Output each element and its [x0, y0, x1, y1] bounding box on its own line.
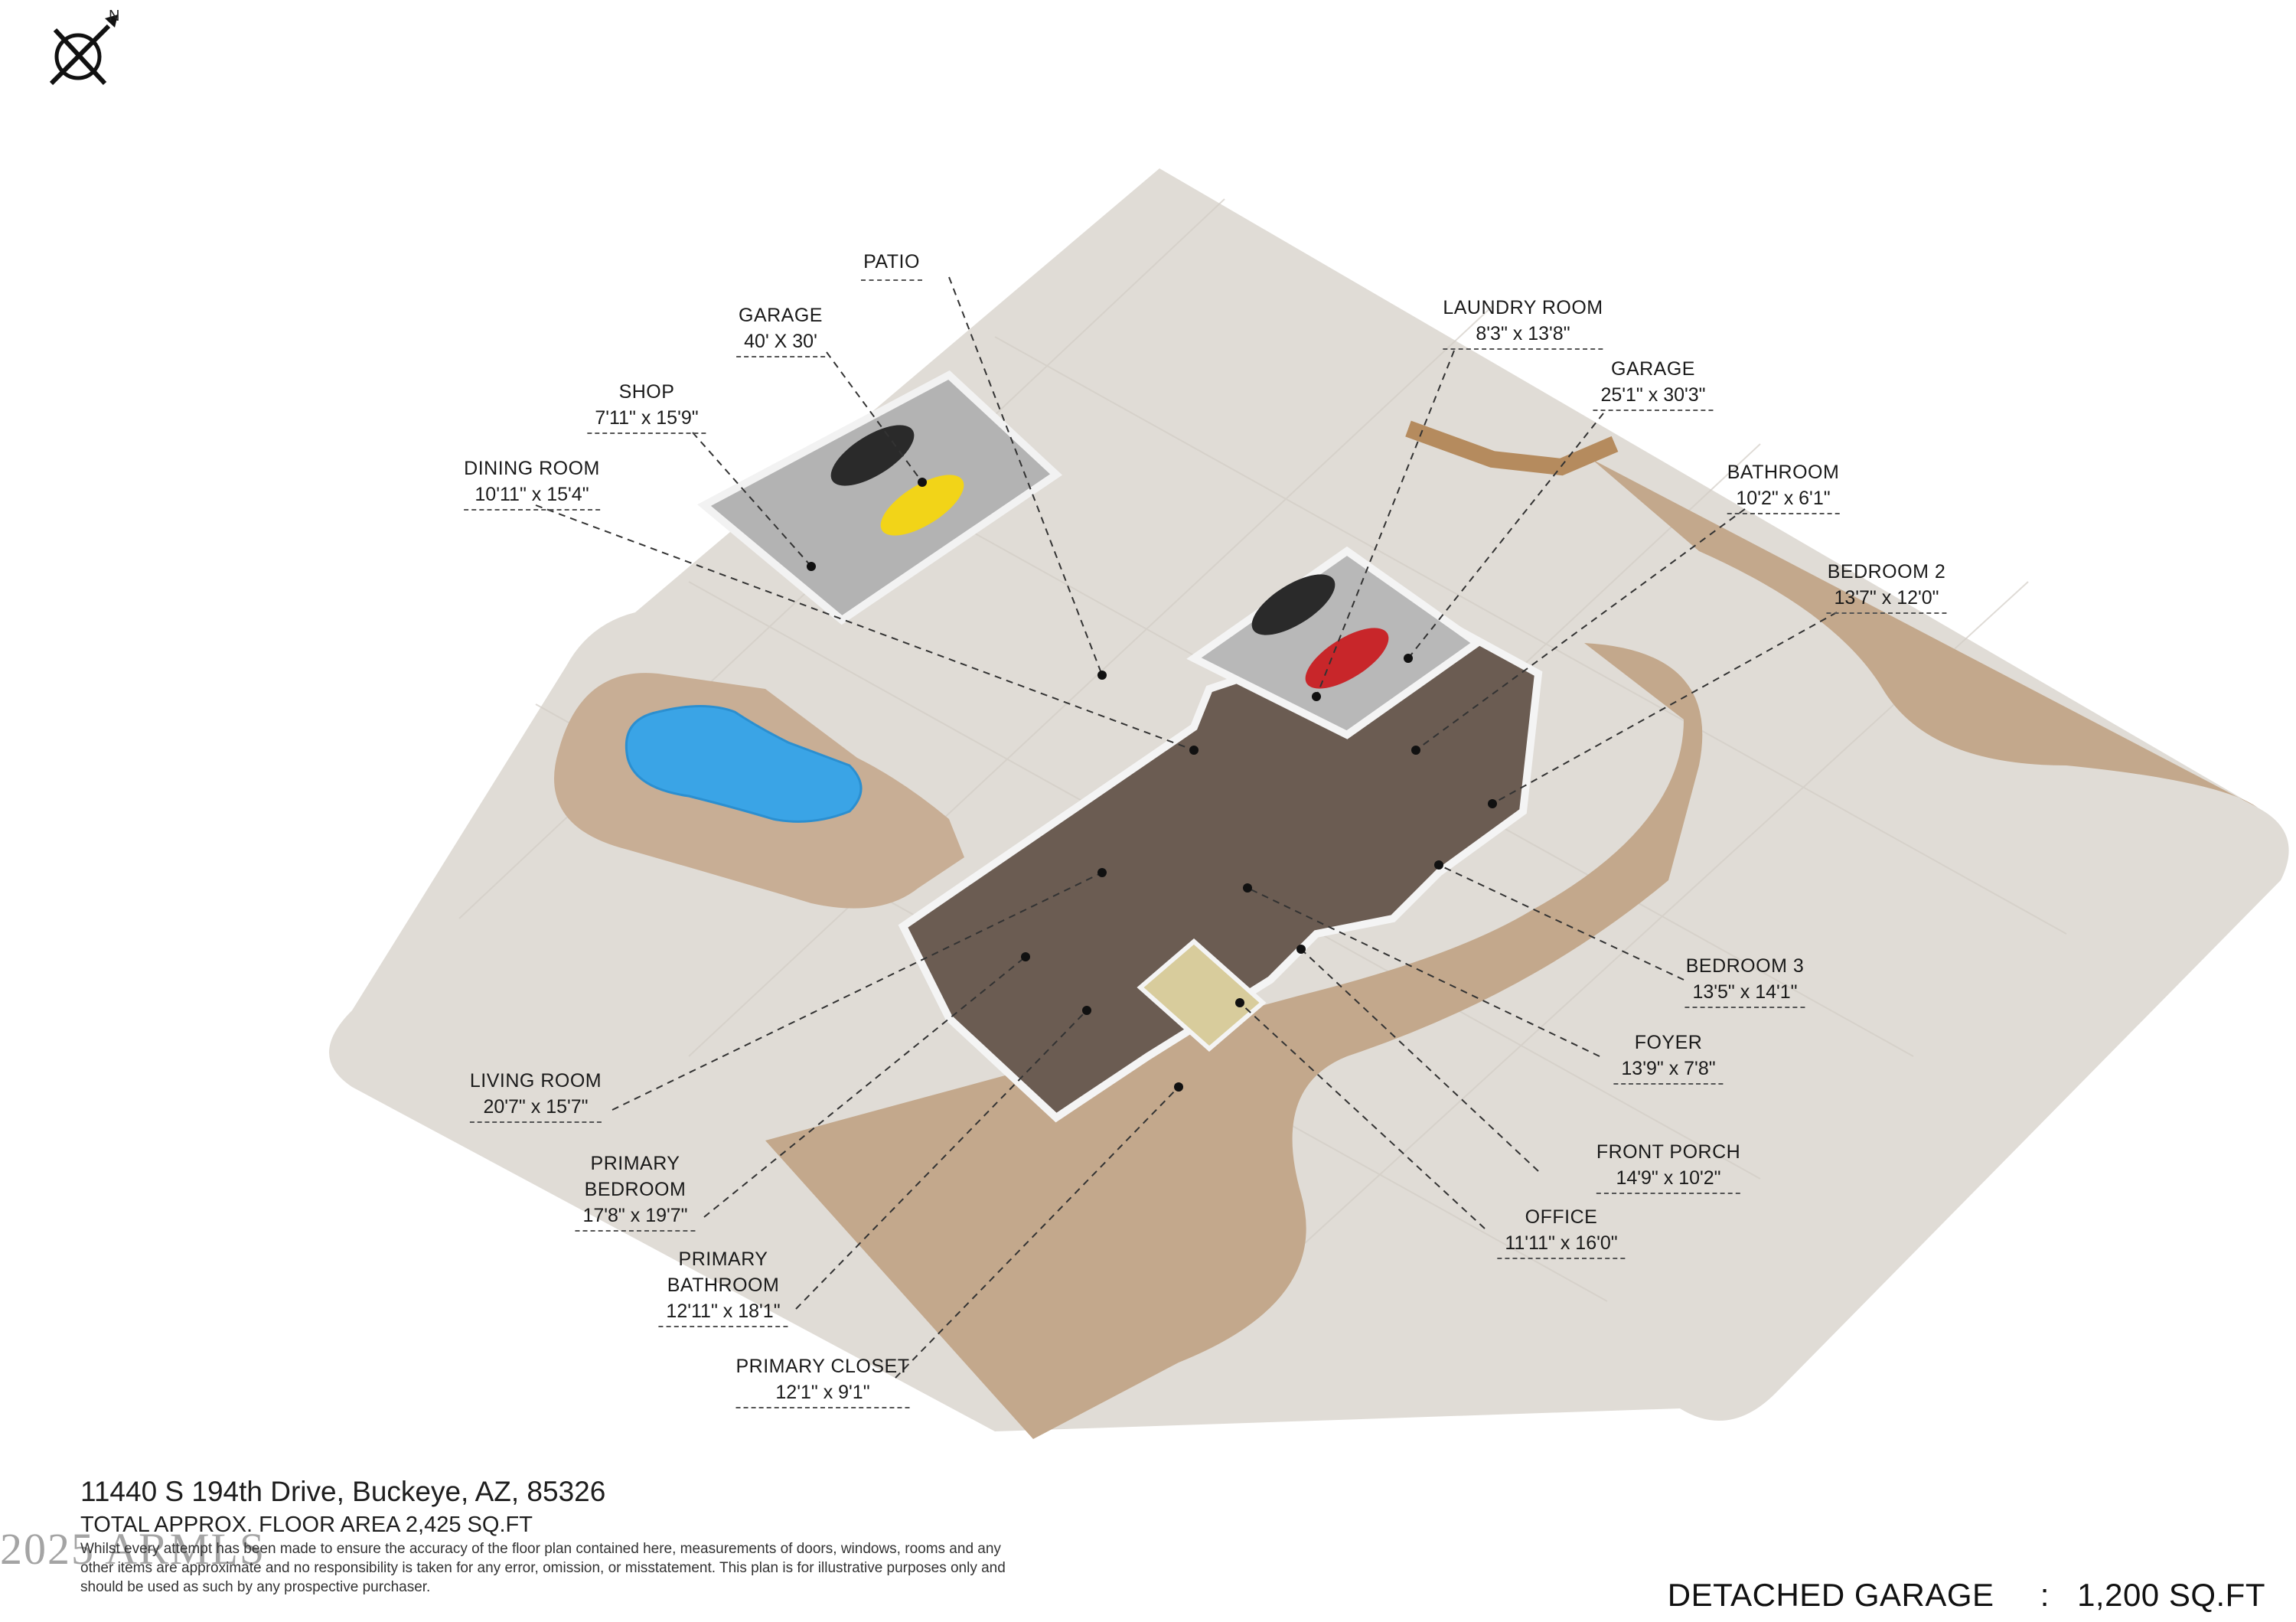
label-bedroom-3: BEDROOM 3 13'5" x 14'1" — [1684, 953, 1805, 1008]
label-name: LAUNDRY ROOM — [1443, 297, 1603, 318]
label-name: PRIMARY BATHROOM — [667, 1248, 780, 1296]
label-name: FOYER — [1634, 1032, 1703, 1053]
label-bathroom: BATHROOM 10'2" x 6'1" — [1727, 459, 1840, 514]
detached-garage-floor — [697, 370, 1063, 625]
label-name: GARAGE — [1611, 358, 1695, 380]
label-office: OFFICE 11'11" x 16'0" — [1497, 1204, 1626, 1259]
watermark: 2025 ARMLS — [0, 1524, 266, 1574]
footer: 11440 S 194th Drive, Buckeye, AZ, 85326 … — [80, 1476, 1037, 1597]
label-dims: 7'11" x 15'9" — [587, 405, 706, 434]
label-patio: PATIO — [861, 249, 922, 281]
label-dims — [861, 275, 922, 281]
total-floor-area: TOTAL APPROX. FLOOR AREA 2,425 SQ.FT — [80, 1513, 533, 1537]
label-name: LIVING ROOM — [469, 1070, 602, 1092]
label-front-porch: FRONT PORCH 14'9" x 10'2" — [1596, 1139, 1741, 1194]
detached-garage-label: DETACHED GARAGE — [1667, 1577, 1994, 1613]
label-dining-room: DINING ROOM 10'11" x 15'4" — [464, 455, 600, 511]
detached-garage-separator: : — [2040, 1577, 2050, 1613]
label-dims: 13'5" x 14'1" — [1684, 979, 1805, 1008]
label-dims: 12'11" x 18'1" — [658, 1298, 788, 1327]
leader-lines — [535, 276, 1838, 1379]
label-garage-detached: GARAGE 40' X 30' — [736, 302, 825, 357]
label-bedroom-2: BEDROOM 2 13'7" x 12'0" — [1826, 559, 1947, 614]
property-address: 11440 S 194th Drive, Buckeye, AZ, 85326 — [80, 1476, 606, 1507]
label-name: OFFICE — [1525, 1206, 1598, 1228]
label-dims: 14'9" x 10'2" — [1596, 1165, 1741, 1194]
gravel-front — [765, 643, 1703, 1439]
disclaimer: Whilst every attempt has been made to en… — [80, 1541, 1006, 1595]
label-primary-closet: PRIMARY CLOSET 12'1" x 9'1" — [735, 1353, 910, 1408]
label-dims: 40' X 30' — [736, 328, 825, 357]
label-name: PRIMARY CLOSET — [735, 1356, 910, 1377]
label-name: BEDROOM 3 — [1685, 955, 1805, 977]
room-markers — [807, 478, 1497, 1092]
detached-garage-summary: DETACHED GARAGE : 1,200 SQ.FT — [1668, 1577, 2265, 1614]
compass-north-label: N — [109, 8, 120, 24]
label-garage-attached: GARAGE 25'1" x 30'3" — [1593, 356, 1714, 411]
car-black-attached — [1251, 574, 1336, 635]
fence — [1405, 420, 1619, 476]
label-name: BEDROOM 2 — [1827, 561, 1946, 583]
label-primary-bathroom: PRIMARY BATHROOM 12'11" x 18'1" — [658, 1246, 788, 1327]
label-dims: 10'2" x 6'1" — [1727, 485, 1840, 514]
detached-garage-value: 1,200 SQ.FT — [2077, 1577, 2265, 1613]
label-dims: 12'1" x 9'1" — [735, 1379, 910, 1408]
label-dims: 8'3" x 13'8" — [1443, 321, 1603, 350]
label-primary-bedroom: PRIMARY BEDROOM 17'8" x 19'7" — [575, 1150, 696, 1232]
label-foyer: FOYER 13'9" x 7'8" — [1613, 1030, 1724, 1085]
label-dims: 11'11" x 16'0" — [1497, 1230, 1626, 1259]
label-dims: 25'1" x 30'3" — [1593, 382, 1714, 411]
label-dims: 13'9" x 7'8" — [1613, 1056, 1724, 1085]
car-black-detached — [830, 425, 915, 486]
label-name: PRIMARY BEDROOM — [584, 1153, 687, 1200]
primary-bathroom-floor — [1137, 938, 1267, 1052]
label-name: SHOP — [618, 381, 675, 403]
label-laundry-room: LAUNDRY ROOM 8'3" x 13'8" — [1443, 295, 1603, 350]
label-dims: 13'7" x 12'0" — [1826, 585, 1947, 614]
label-name: GARAGE — [739, 305, 823, 326]
label-name: PATIO — [863, 251, 920, 273]
compass-icon — [49, 15, 118, 86]
label-shop: SHOP 7'11" x 15'9" — [587, 379, 706, 434]
label-name: FRONT PORCH — [1596, 1141, 1741, 1163]
car-yellow — [880, 475, 964, 536]
label-dims: 20'7" x 15'7" — [469, 1094, 602, 1123]
label-name: DINING ROOM — [464, 458, 600, 479]
label-living-room: LIVING ROOM 20'7" x 15'7" — [469, 1068, 602, 1123]
label-dims: 10'11" x 15'4" — [464, 481, 600, 511]
label-name: BATHROOM — [1727, 462, 1840, 483]
gravel-rear — [1592, 459, 2258, 808]
label-dims: 17'8" x 19'7" — [575, 1203, 696, 1232]
pool — [625, 705, 863, 823]
